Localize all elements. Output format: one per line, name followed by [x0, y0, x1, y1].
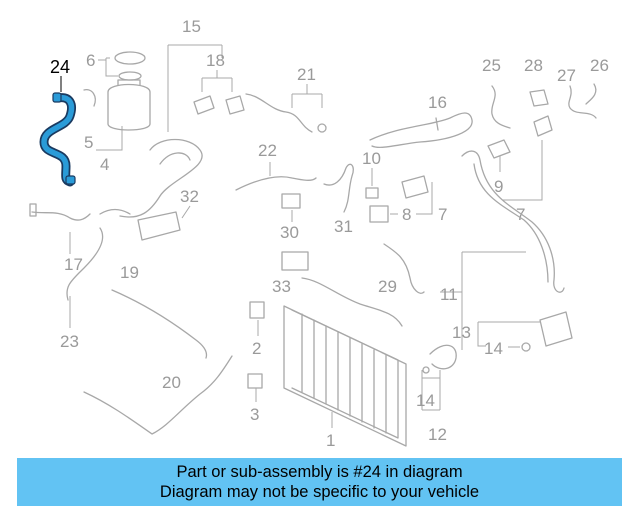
- part-3-bracket[interactable]: [247, 373, 263, 389]
- part-24-hose[interactable]: [39, 92, 76, 187]
- callout-10[interactable]: 10: [362, 149, 381, 168]
- part-28-fitting[interactable]: [529, 89, 553, 137]
- part-32-flange[interactable]: [99, 208, 181, 241]
- callout-9[interactable]: 9: [494, 177, 503, 196]
- part-18-fittings[interactable]: [193, 95, 245, 115]
- callout-29[interactable]: 29: [378, 277, 397, 296]
- callout-21[interactable]: 21: [297, 65, 316, 84]
- part-8-fittings[interactable]: [369, 175, 429, 223]
- callout-19[interactable]: 19: [120, 263, 139, 282]
- part-23-hose[interactable]: [66, 227, 104, 301]
- callout-33[interactable]: 33: [272, 277, 291, 296]
- callout-23[interactable]: 23: [60, 332, 79, 351]
- callout-16[interactable]: 16: [428, 93, 447, 112]
- part-12-flange[interactable]: [422, 344, 457, 374]
- part-expansion-tank[interactable]: [83, 51, 151, 131]
- part-2-bracket[interactable]: [249, 301, 265, 319]
- part-11-long-hose[interactable]: [461, 150, 565, 293]
- callout-1[interactable]: 1: [326, 431, 335, 450]
- callout-13[interactable]: 13: [452, 323, 471, 342]
- callout-2[interactable]: 2: [252, 339, 261, 358]
- part-31-hose[interactable]: [323, 163, 354, 213]
- part-13-housing[interactable]: [521, 311, 573, 352]
- part-15-hose[interactable]: [119, 138, 203, 218]
- callout-11[interactable]: 11: [440, 285, 458, 304]
- callout-14a[interactable]: 14: [484, 339, 503, 358]
- part-25-hose[interactable]: [491, 85, 511, 129]
- callout-30[interactable]: 30: [280, 223, 299, 242]
- callout-26[interactable]: 26: [590, 56, 609, 75]
- part-33-thermostat[interactable]: [281, 251, 309, 271]
- part-17-sensor-wire[interactable]: [29, 203, 91, 221]
- part-10-sensor[interactable]: [365, 187, 379, 199]
- callout-22[interactable]: 22: [258, 141, 277, 160]
- callout-20[interactable]: 20: [162, 373, 181, 392]
- callout-6[interactable]: 6: [86, 51, 95, 70]
- callout-4[interactable]: 4: [100, 155, 109, 174]
- callout-17[interactable]: 17: [64, 255, 83, 274]
- part-22-pipe[interactable]: [235, 176, 317, 191]
- callout-5[interactable]: 5: [84, 133, 93, 152]
- part-9-fitting[interactable]: [487, 139, 511, 159]
- callout-27[interactable]: 27: [557, 66, 576, 85]
- callout-14b[interactable]: 14: [416, 391, 435, 410]
- callout-12[interactable]: 12: [428, 425, 447, 444]
- part-16-hose[interactable]: [369, 112, 473, 148]
- info-banner: Part or sub-assembly is #24 in diagram D…: [17, 458, 622, 506]
- callout-31[interactable]: 31: [334, 217, 353, 236]
- callout-15[interactable]: 15: [182, 17, 201, 36]
- banner-line-1: Part or sub-assembly is #24 in diagram: [176, 463, 463, 481]
- callout-8[interactable]: 8: [402, 205, 411, 224]
- callout-28[interactable]: 28: [524, 56, 543, 75]
- part-21-pipe[interactable]: [245, 93, 327, 133]
- callout-25[interactable]: 25: [482, 56, 501, 75]
- part-30-fitting[interactable]: [281, 193, 301, 209]
- part-20-pipe[interactable]: [83, 355, 233, 435]
- callout-24[interactable]: 24: [50, 57, 70, 77]
- parts-diagram: 24 6 4 5 15 18 21 16 25 28: [29, 17, 609, 450]
- callout-18[interactable]: 18: [206, 51, 225, 70]
- part-19-pipe[interactable]: [111, 289, 208, 359]
- callout-7a[interactable]: 7: [438, 205, 447, 224]
- part-26-27-hoses[interactable]: [568, 83, 597, 119]
- callout-3[interactable]: 3: [250, 405, 259, 424]
- part-29-hose[interactable]: [301, 277, 403, 327]
- banner-line-2: Diagram may not be specific to your vehi…: [159, 483, 480, 501]
- callout-32[interactable]: 32: [180, 187, 199, 206]
- part-hose-11[interactable]: [383, 243, 425, 294]
- part-1-radiator[interactable]: [283, 305, 407, 447]
